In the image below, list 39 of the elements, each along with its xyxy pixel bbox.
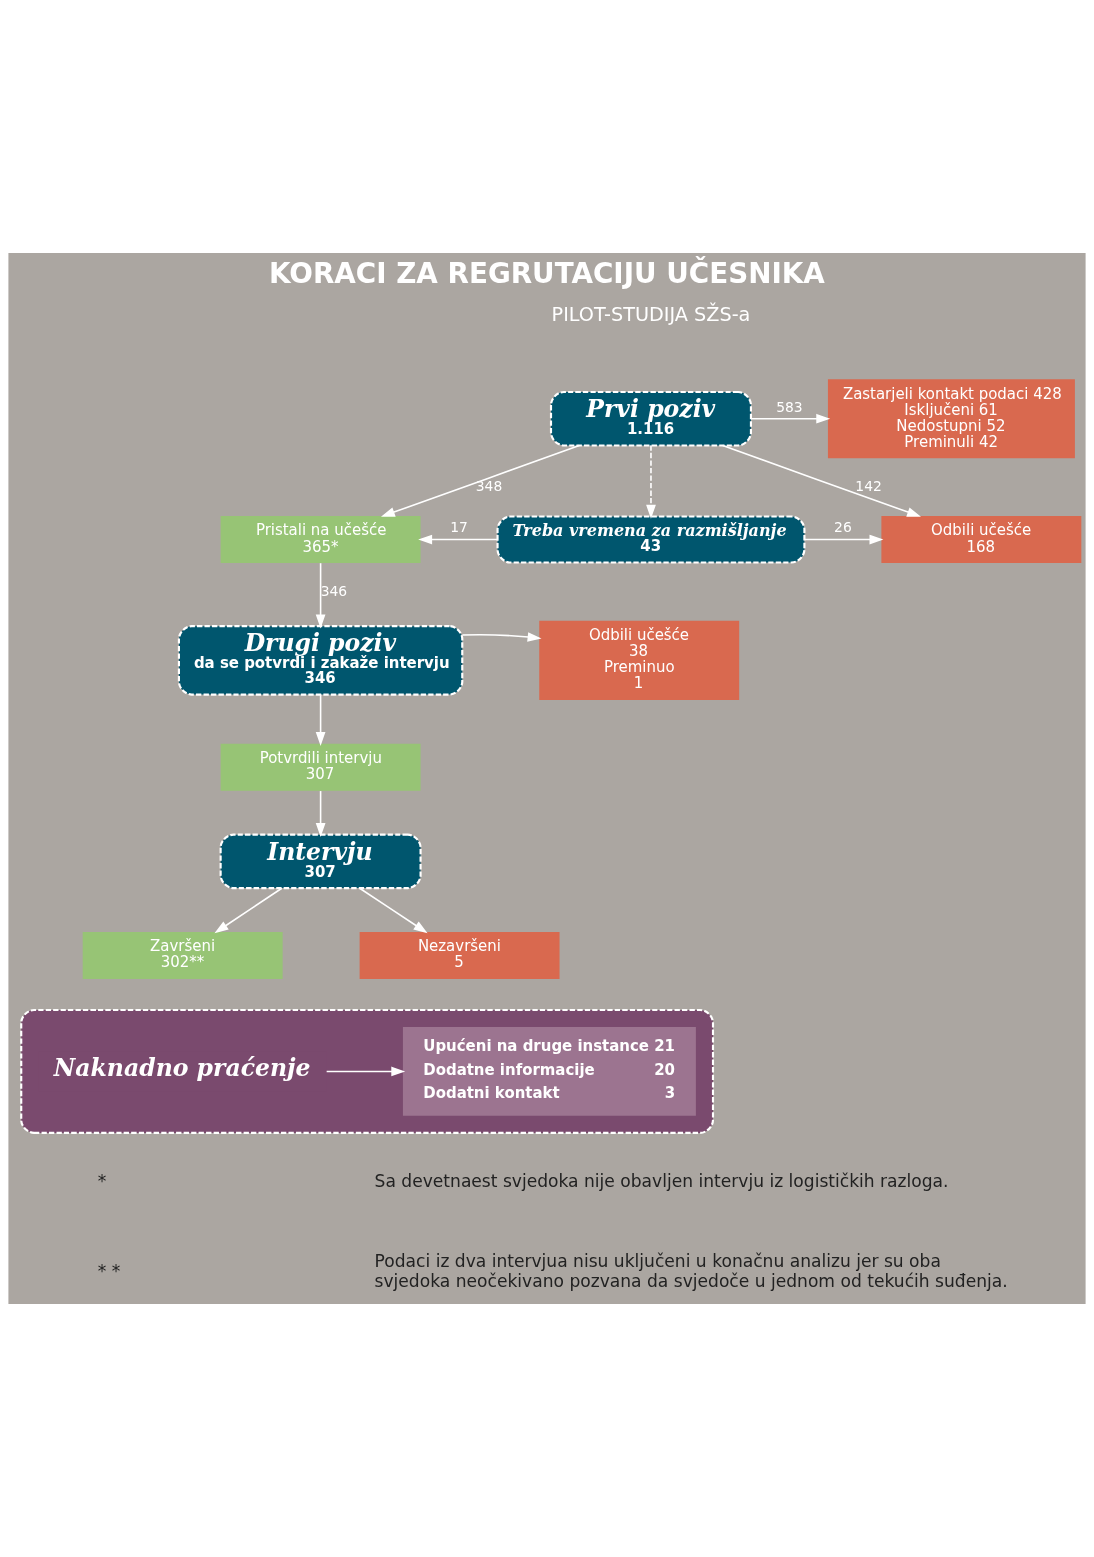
edge-label: 142 [855, 477, 882, 494]
edge-label: 348 [475, 477, 503, 494]
arrow [418, 534, 499, 545]
arrow [358, 887, 428, 934]
arrow [315, 790, 326, 837]
cluster [20, 1008, 715, 1134]
label: * * [97, 1261, 121, 1282]
edge-label: 17 [450, 519, 468, 536]
node-box: Treba vremena za razmišljanje 43 [496, 515, 806, 564]
edge-label: 583 [776, 398, 803, 415]
arrow [461, 632, 542, 642]
label: Podaci iz dva intervjua nisu uključeni u konačnu analizu jer su oba svjedoka neočekivano pozvana da svjedoče u jednom od tekućih suđenja. [374, 1251, 1008, 1291]
arrow [803, 534, 884, 545]
node-box: Zastarjeli kontakt podaci 428 Isključeni 61 Nedostupni 52 Preminuli 42 [827, 379, 1075, 459]
node-box: Pristali na učešće 365* [220, 516, 421, 564]
edge-label: 26 [834, 519, 852, 536]
node-box: Intervju 307 [219, 833, 422, 890]
arrow [214, 887, 283, 934]
arrow [721, 444, 921, 517]
label: PILOT-STUDIJA SŽS-a [551, 302, 751, 326]
node-box: Upućeni na druge instance 21 Dodatne informacije 20 Dodatni kontakt 3 [402, 1027, 696, 1116]
node-box: Nezavršeni 5 [359, 931, 560, 979]
node-box: Odbili učešće 168 [881, 516, 1082, 564]
edge-label: 346 [320, 582, 348, 599]
arrow [380, 444, 581, 517]
label: Sa devetnaest svjedoka nije obavljen intervju iz logističkih razloga. [374, 1171, 949, 1192]
diagram-title: KORACI ZA REGRUTACIJU UČESNIKA [269, 256, 825, 290]
node-box: Prvi poziv 1.116 [549, 390, 753, 447]
label: * [97, 1171, 107, 1192]
node-box: Odbili učešće 38 Preminuo 1 [539, 620, 740, 700]
node-box: Drugi poziv da se potvrdi i zakaže intervju 346 [177, 625, 464, 696]
arrow [315, 693, 326, 746]
arrow [315, 562, 326, 629]
node-text: Naknadno praćenje [53, 1054, 311, 1083]
node-box: Potvrdili intervju 307 [220, 743, 421, 791]
node-box: Završeni 302** [82, 931, 283, 979]
arrow [325, 1066, 406, 1077]
arrow [750, 413, 831, 424]
arrow [646, 444, 656, 519]
